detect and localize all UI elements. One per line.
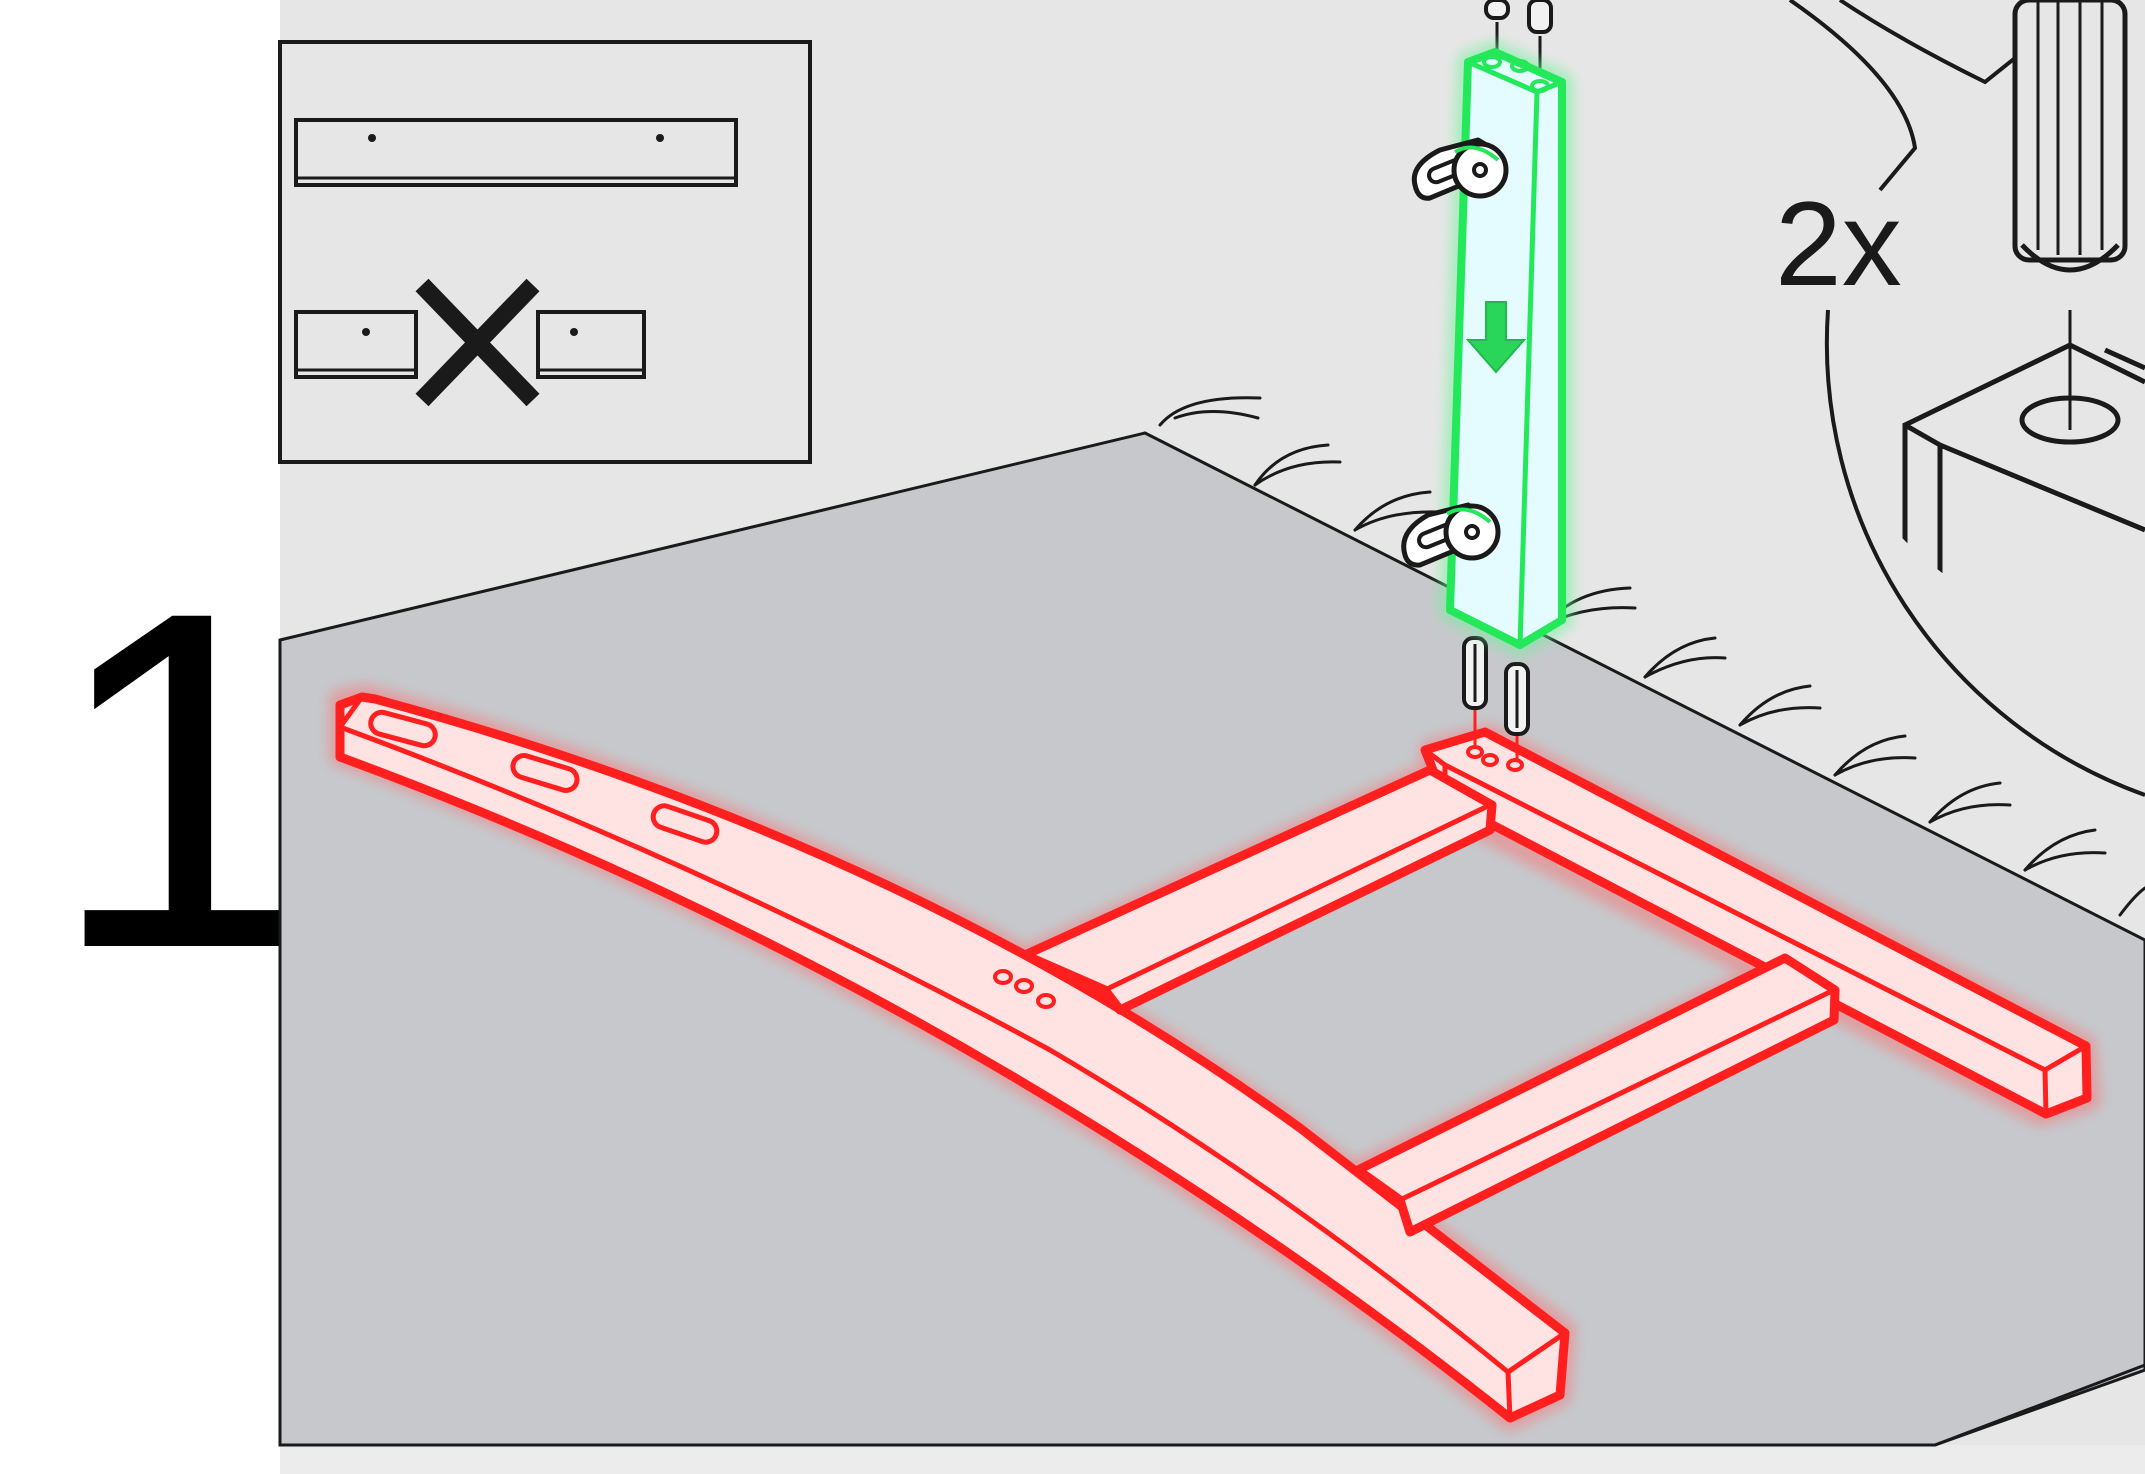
dowel bbox=[1486, 0, 1508, 18]
quantity-label: 2x bbox=[1775, 177, 1902, 311]
dowel-icon bbox=[2015, 0, 2125, 270]
dowel bbox=[1529, 0, 1551, 32]
bottom-strip bbox=[280, 1445, 2145, 1474]
correct-board bbox=[296, 120, 736, 185]
